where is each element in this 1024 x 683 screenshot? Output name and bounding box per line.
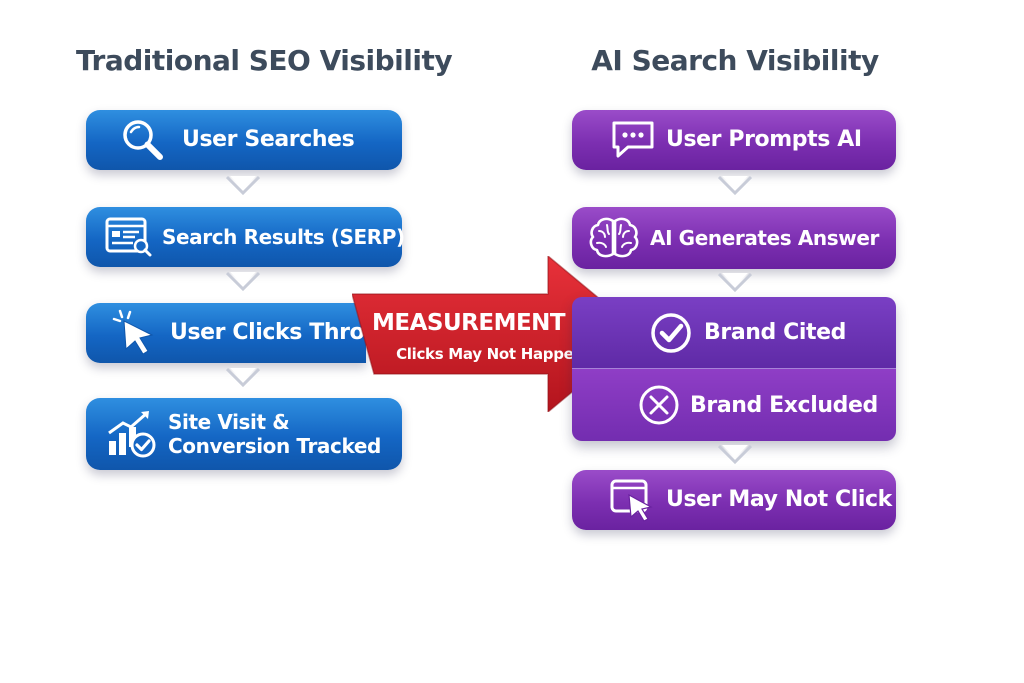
x-circle-icon	[638, 384, 682, 426]
seo-step-label: Site Visit &	[168, 410, 290, 434]
down-arrow-icon	[226, 367, 260, 387]
right-column-title: AI Search Visibility	[591, 44, 879, 77]
ai-outcome-branches: Brand Cited Brand Excluded	[572, 297, 896, 441]
chat-bubble-icon	[608, 119, 658, 161]
ai-step-brand-cited: Brand Cited	[572, 297, 896, 369]
check-circle-icon	[650, 312, 694, 354]
seo-step-label: User Searches	[182, 126, 355, 152]
growth-chart-check-icon	[104, 407, 160, 461]
seo-step-site-visit: Site Visit & Conversion Tracked	[86, 398, 402, 470]
ai-step-label: Brand Excluded	[690, 392, 878, 418]
left-column-title: Traditional SEO Visibility	[76, 44, 453, 77]
ai-step-label: User Prompts AI	[666, 126, 862, 152]
seo-step-label: Search Results (SERP)	[162, 225, 405, 249]
ai-step-label: User May Not Click	[666, 486, 892, 512]
magnifier-icon	[118, 117, 168, 163]
seo-step-user-searches: User Searches	[86, 110, 402, 170]
seo-step-label-line2: Conversion Tracked	[168, 434, 381, 458]
cursor-icon	[110, 309, 160, 357]
seo-step-label-group: Site Visit & Conversion Tracked	[168, 410, 381, 458]
ai-step-brand-excluded: Brand Excluded	[572, 369, 896, 441]
window-cursor-icon	[608, 477, 658, 523]
ai-step-generates-answer: AI Generates Answer	[572, 207, 896, 269]
down-arrow-icon	[718, 175, 752, 195]
down-arrow-icon	[226, 175, 260, 195]
measurement-gap-subtitle: Clicks May Not Happen	[396, 345, 584, 363]
ai-step-user-may-not-click: User May Not Click	[572, 470, 896, 530]
ai-step-label: Brand Cited	[704, 320, 847, 345]
down-arrow-icon	[718, 272, 752, 292]
ai-step-label: AI Generates Answer	[650, 226, 879, 250]
brain-icon	[586, 215, 642, 261]
serp-page-icon	[104, 216, 154, 258]
ai-step-user-prompts: User Prompts AI	[572, 110, 896, 170]
seo-step-search-results: Search Results (SERP)	[86, 207, 405, 267]
down-arrow-icon	[718, 444, 752, 464]
seo-step-user-clicks: User Clicks Through	[86, 303, 411, 363]
down-arrow-icon	[226, 271, 260, 291]
